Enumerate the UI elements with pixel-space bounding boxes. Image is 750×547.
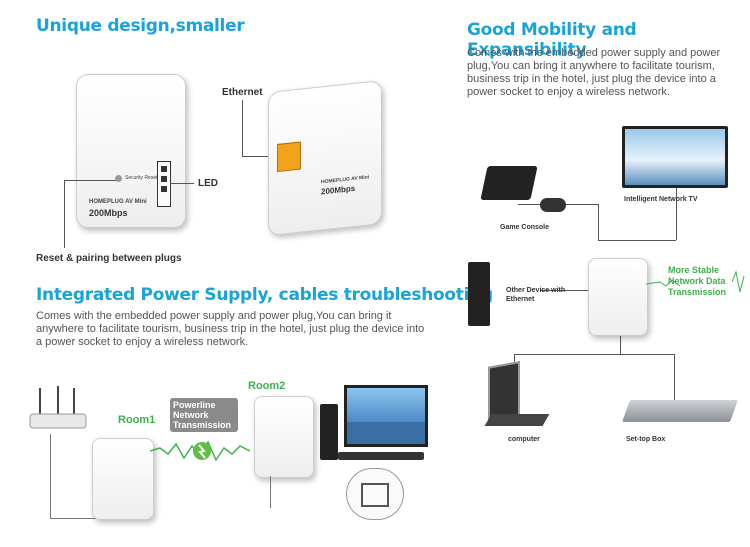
monitor-icon (344, 385, 428, 447)
speed-label-angled: 200Mbps (321, 183, 356, 197)
ethernet-callout-v (242, 100, 243, 156)
power-led-icon (161, 166, 167, 172)
reset-callout: Reset & pairing between plugs (36, 253, 182, 264)
room2-cable (270, 476, 271, 508)
eth-led-icon (161, 186, 167, 192)
signal-wave-right (646, 270, 745, 293)
ethernet-callout-h (242, 156, 288, 157)
center-device (588, 258, 648, 336)
game-console-label: Game Console (500, 224, 550, 231)
gamepad-icon (540, 198, 566, 212)
power-description: Comes with the embedded power supply and… (36, 310, 425, 348)
tv-label: Intelligent Network TV (624, 196, 698, 203)
computer-label: computer (508, 436, 540, 443)
stable-transmission-label: More Stable Network Data Transmission (668, 265, 727, 297)
led-callout-line (170, 183, 194, 184)
powerline-label: Powerline Network Transmission (170, 398, 238, 432)
lan-port-zoom (346, 468, 404, 520)
reset-callout-h (64, 180, 116, 181)
ethernet-callout: Ethernet (222, 87, 263, 98)
pc-tower-icon (320, 404, 338, 460)
speed-label: 200Mbps (89, 208, 128, 218)
model-label: HOMEPLUG AV Mini (89, 199, 147, 205)
plug-device-angled: HOMEPLUG AV Mini 200Mbps (268, 80, 382, 236)
net-line-settop (674, 354, 675, 400)
settop-label: Set-top Box (626, 436, 666, 443)
game-console-icon (480, 166, 538, 200)
ethernet-port-icon (277, 141, 301, 173)
keyboard-icon (338, 452, 424, 460)
section-title-mobility: Good Mobility and Expansibility (467, 20, 637, 60)
section-title-design: Unique design,smaller (36, 16, 245, 36)
router-cable (50, 434, 51, 518)
router-cable-h (50, 518, 112, 519)
room1-device (92, 438, 154, 520)
led-callout: LED (198, 178, 218, 189)
net-line-bottom (514, 354, 674, 355)
net-line-tv (598, 240, 676, 241)
room2-device (254, 396, 314, 478)
settop-box-icon (621, 400, 739, 422)
router-icon (29, 386, 87, 429)
section-title-power: Integrated Power Supply, cables troubles… (36, 285, 493, 305)
net-line-tv-v (676, 186, 677, 240)
mobility-description: Comes with the embedded power supply and… (467, 47, 721, 98)
net-line-center-up (598, 204, 599, 240)
tv-icon (622, 126, 728, 188)
net-line-down (620, 330, 621, 354)
security-reset-label: Security Reset (125, 175, 158, 181)
led-panel (157, 161, 171, 207)
plc-led-icon (161, 176, 167, 182)
net-line-other (540, 290, 596, 291)
room2-label: Room2 (248, 380, 286, 392)
plug-device-front: Security Reset HOMEPLUG AV Mini 200Mbps (76, 74, 186, 228)
signal-wave (150, 440, 250, 462)
other-device-label: Other Device with Ethernet (506, 287, 566, 303)
room1-label: Room1 (118, 414, 156, 426)
laptop-base-icon (484, 414, 550, 426)
model-label-angled: HOMEPLUG AV Mini (321, 174, 370, 186)
reset-button-icon (115, 175, 122, 182)
other-device-icon (468, 262, 490, 326)
reset-callout-v (64, 180, 65, 248)
